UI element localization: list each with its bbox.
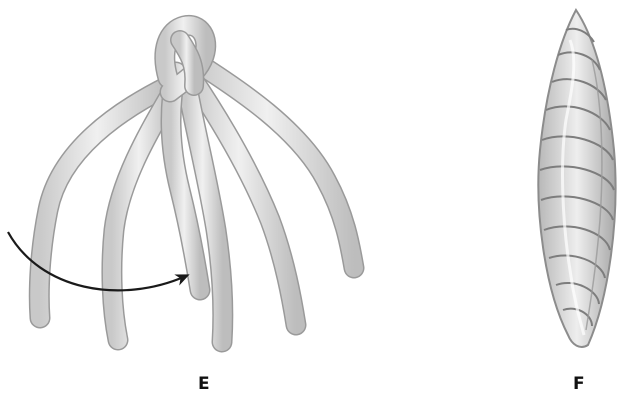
braided-rope (538, 10, 615, 347)
panel-e-drawing (8, 25, 354, 342)
panel-label-e: E (198, 376, 210, 393)
panel-label-f: F (573, 376, 585, 393)
knot-loop (165, 25, 206, 92)
panel-f-drawing (538, 10, 615, 347)
